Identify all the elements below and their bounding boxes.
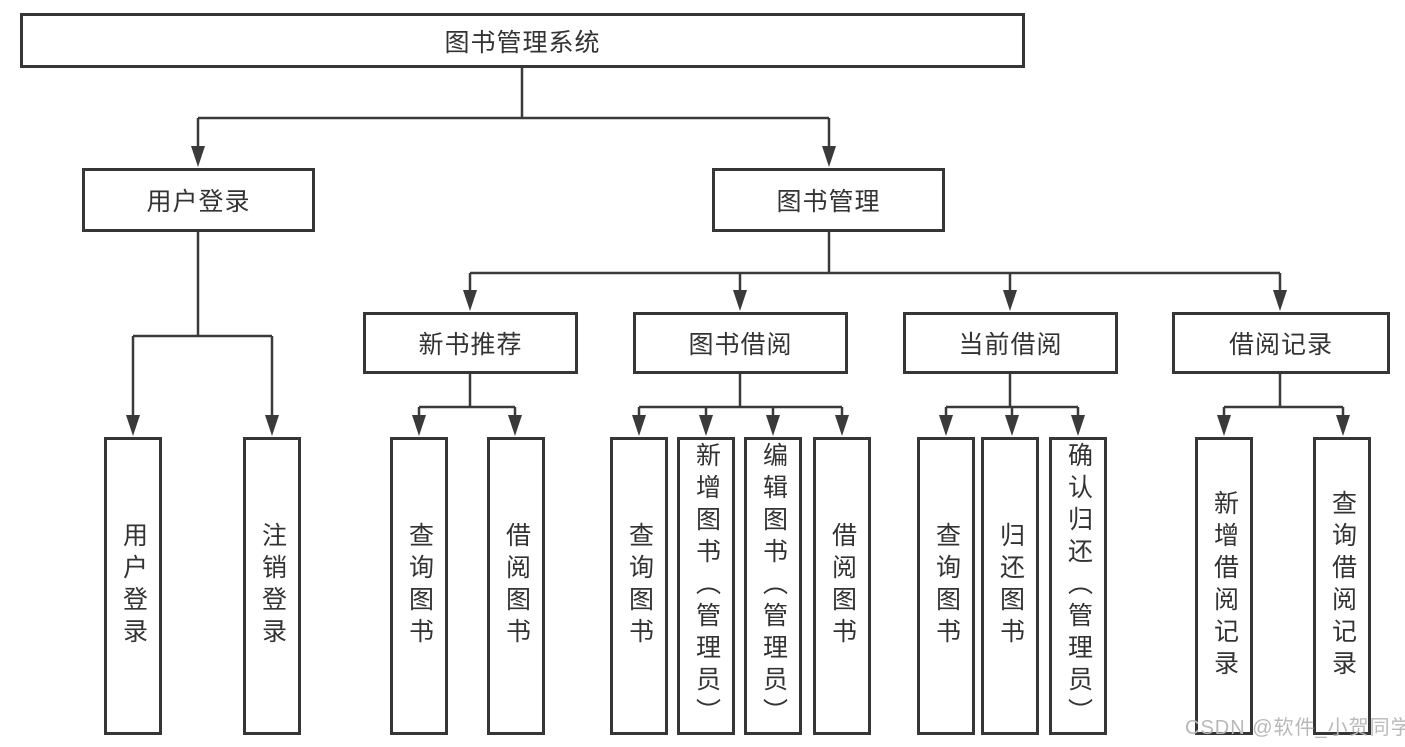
node-borrowing-records: 借阅记录: [1172, 312, 1390, 374]
node-label: 新增图书（管理员）: [692, 442, 721, 730]
node-current-borrowing: 当前借阅: [903, 312, 1118, 374]
node-label: 查询图书: [625, 522, 654, 650]
node-book-management: 图书管理: [712, 168, 945, 232]
node-label: 图书借阅: [688, 331, 793, 359]
node-leaf-add-borrow-record: 新增借阅记录: [1195, 437, 1253, 735]
node-label: 借阅记录: [1228, 331, 1333, 359]
node-book-borrowing: 图书借阅: [633, 312, 848, 374]
node-library-management-system: 图书管理系统: [20, 13, 1025, 68]
node-label: 用户登录: [146, 188, 251, 216]
node-leaf-return-books: 归还图书: [981, 437, 1039, 735]
csdn-watermark: CSDN @软件_小贺同学: [1185, 717, 1405, 739]
node-leaf-current-query-books: 查询图书: [917, 437, 975, 735]
connector-paths: [131, 68, 1345, 419]
node-label: 查询图书: [932, 522, 961, 650]
node-label: 归还图书: [996, 522, 1025, 650]
node-leaf-confirm-return-admin: 确认归还（管理员）: [1049, 437, 1107, 735]
node-user-login: 用户登录: [82, 168, 315, 232]
node-leaf-newbook-query-books: 查询图书: [390, 437, 448, 735]
node-leaf-query-borrow-record: 查询借阅记录: [1313, 437, 1371, 735]
node-label: 当前借阅: [958, 331, 1063, 359]
node-leaf-borrow-query-books: 查询图书: [610, 437, 668, 735]
node-leaf-newbook-borrow-books: 借阅图书: [487, 437, 545, 735]
node-leaf-edit-books-admin: 编辑图书（管理员）: [744, 437, 802, 735]
node-label: 编辑图书（管理员）: [759, 442, 788, 730]
node-leaf-user-login: 用户登录: [104, 437, 162, 735]
node-leaf-logout: 注销登录: [243, 437, 301, 735]
node-label: 借阅图书: [502, 522, 531, 650]
node-new-book-recommend: 新书推荐: [363, 312, 578, 374]
node-label: 图书管理: [776, 188, 881, 216]
node-label: 图书管理系统: [444, 28, 601, 57]
node-label: 注销登录: [258, 522, 287, 650]
node-label: 新增借阅记录: [1210, 490, 1239, 682]
arrowheads: [126, 146, 1350, 436]
node-label: 查询图书: [405, 522, 434, 650]
node-label: 用户登录: [119, 522, 148, 650]
node-label: 新书推荐: [418, 331, 523, 359]
node-label: 查询借阅记录: [1328, 490, 1357, 682]
node-label: 确认归还（管理员）: [1064, 442, 1093, 730]
node-leaf-add-books-admin: 新增图书（管理员）: [677, 437, 735, 735]
node-label: 借阅图书: [828, 522, 857, 650]
node-leaf-borrow-books: 借阅图书: [813, 437, 871, 735]
